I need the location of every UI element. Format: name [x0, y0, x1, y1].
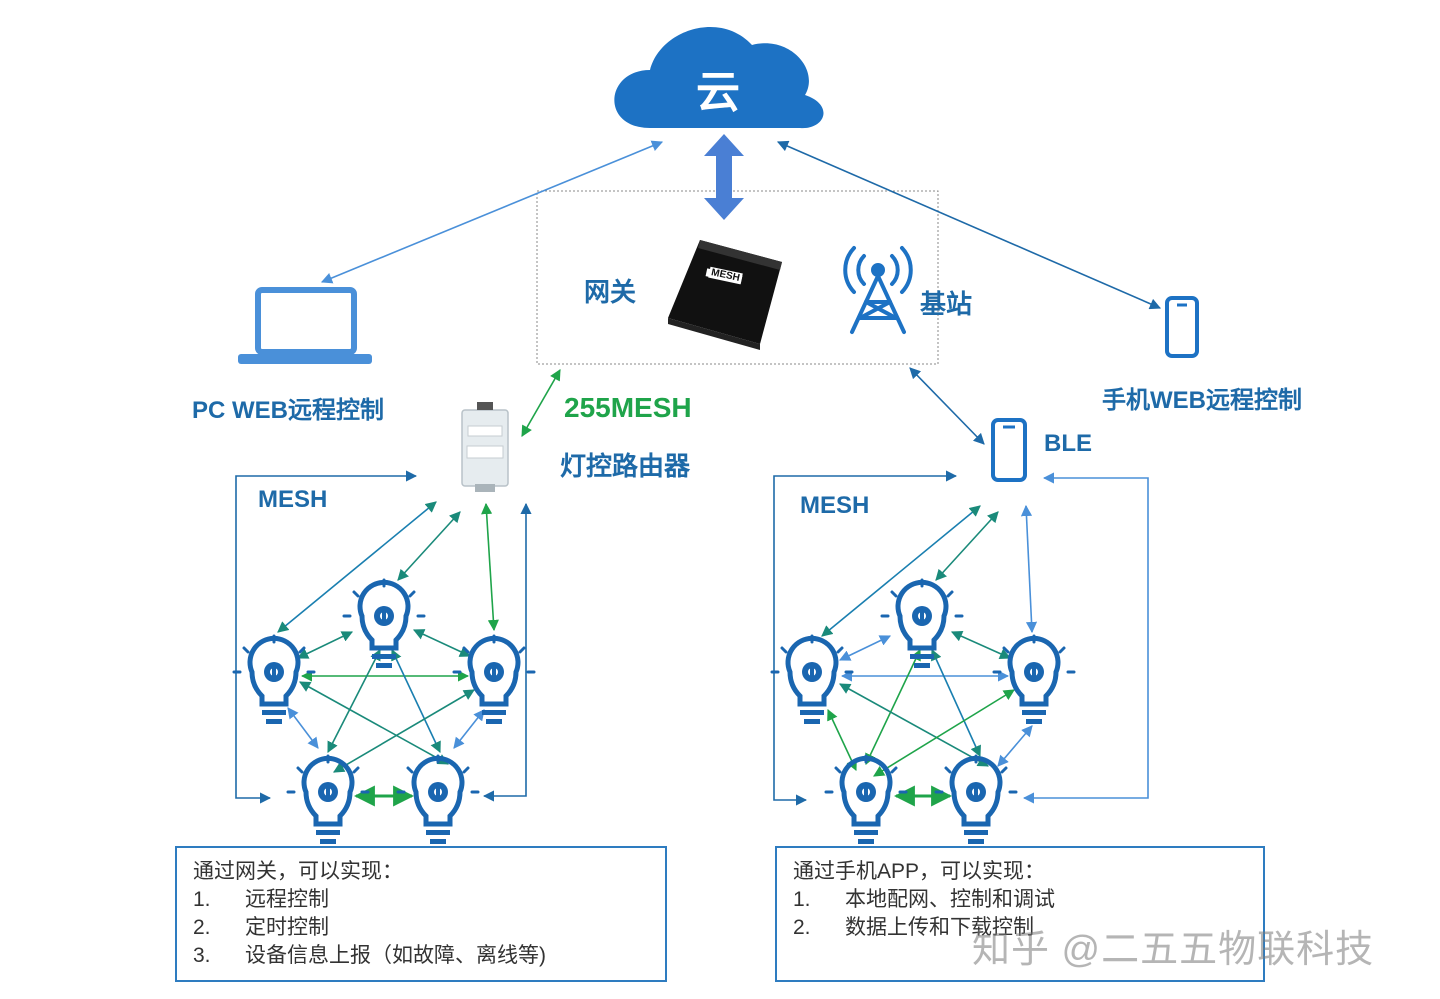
bulb-icon [936, 756, 1016, 844]
bulb-icon [398, 756, 478, 844]
cloud-pc-link [320, 140, 664, 284]
bulb-icon [772, 636, 852, 724]
basestation-ble-link [909, 367, 985, 445]
router-subtitle: 灯控路由器 [560, 451, 691, 481]
bulb-icon [994, 636, 1074, 724]
base-station-icon [843, 246, 913, 334]
ble-phone-icon [991, 418, 1027, 482]
mesh-right-label: MESH [800, 492, 870, 519]
list-item: 1.远程控制 [193, 888, 329, 911]
watermark: 知乎 @二五五物联科技 [972, 929, 1375, 971]
phone-icon [1165, 296, 1199, 358]
gateway-label: 网关 [584, 277, 637, 307]
list-item: 2.数据上传和下载控制 [793, 916, 1034, 939]
right-mesh-loop [773, 470, 958, 806]
app-info-box: 通过手机APP，可以实现： 1.本地配网、控制和调试 2.数据上传和下载控制 [775, 846, 1265, 982]
router-name: 255MESH [564, 392, 692, 423]
gateway-router-link [521, 369, 561, 437]
app-box-title: 通过手机APP，可以实现： [793, 860, 1046, 883]
gateway-device-icon [668, 240, 782, 350]
gateway-info-box: 通过网关，可以实现： 1.远程控制 2.定时控制 3.设备信息上报（如故障、离线… [175, 846, 667, 982]
bulb-icon [234, 636, 314, 724]
cloud-icon [614, 26, 824, 129]
cloud-label: 云 [696, 68, 740, 117]
gateway-box-title: 通过网关，可以实现： [193, 860, 403, 883]
laptop-icon [238, 287, 372, 364]
pc-label: PC WEB远程控制 [192, 397, 384, 424]
cloud-gateway-link [704, 134, 744, 220]
router-device-icon [461, 402, 509, 492]
bulb-icon [826, 756, 906, 844]
bulb-icon [288, 756, 368, 844]
list-item: 1.本地配网、控制和调试 [793, 888, 1055, 911]
bulb-icon [454, 636, 534, 724]
right-mesh-loop-right [1022, 472, 1149, 804]
list-item: 3.设备信息上报（如故障、离线等) [193, 944, 546, 967]
mesh-left-label: MESH [258, 486, 328, 513]
left-mesh-loop [235, 470, 418, 804]
ble-label: BLE [1044, 430, 1092, 457]
bulb-icon [882, 580, 962, 668]
right-mesh-links [821, 504, 1038, 807]
base-station-label: 基站 [920, 289, 973, 319]
bulb-icon [344, 580, 424, 668]
phone-web-label: 手机WEB远程控制 [1102, 387, 1302, 414]
left-mesh-links [277, 501, 499, 807]
list-item: 2.定时控制 [193, 916, 329, 939]
left-mesh-loop-right [482, 502, 532, 802]
cloud-phone-link [776, 140, 1162, 310]
